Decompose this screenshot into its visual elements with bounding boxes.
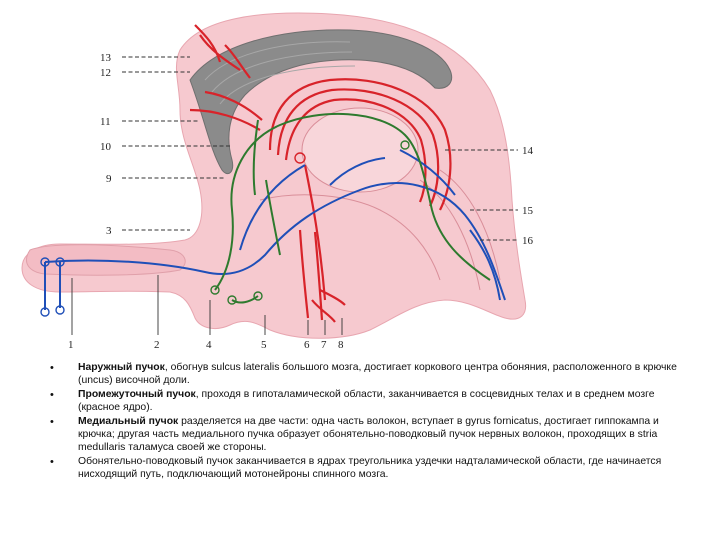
bullet-icon: •: [50, 456, 54, 469]
callout-11: 11: [100, 116, 111, 128]
callout-15: 15: [522, 205, 534, 217]
callout-10: 10: [100, 141, 112, 153]
callout-13: 13: [100, 52, 112, 64]
note-term: Наружный пучок: [78, 362, 165, 373]
callout-7: 7: [321, 339, 327, 351]
callout-1: 1: [68, 339, 74, 351]
callout-6: 6: [304, 339, 310, 351]
note-text: , обогнув sulcus lateralis большого мозг…: [78, 362, 677, 386]
note-item: • Обонятельно-поводковый пучок заканчива…: [50, 456, 690, 481]
olfactory-pathways-diagram: 13 12 11 10 9 3 14 15 16 1 2 4 5 6 7 8: [0, 0, 720, 355]
callout-8: 8: [338, 339, 344, 351]
description-list: • Наружный пучок, обогнув sulcus lateral…: [50, 362, 690, 483]
bullet-icon: •: [50, 416, 54, 429]
callout-12: 12: [100, 67, 111, 79]
callout-9: 9: [106, 173, 112, 185]
callout-16: 16: [522, 235, 534, 247]
note-term: Промежуточный пучок: [78, 389, 196, 400]
callout-2: 2: [154, 339, 160, 351]
note-item: • Медиальный пучок разделяется на две ча…: [50, 416, 690, 454]
bullet-icon: •: [50, 362, 54, 375]
bullet-icon: •: [50, 389, 54, 402]
note-item: • Наружный пучок, обогнув sulcus lateral…: [50, 362, 690, 387]
note-item: • Промежуточный пучок, проходя в гипотал…: [50, 389, 690, 414]
callout-14: 14: [522, 145, 534, 157]
callout-5: 5: [261, 339, 267, 351]
callout-3: 3: [106, 225, 112, 237]
callout-4: 4: [206, 339, 212, 351]
note-term: Медиальный пучок: [78, 416, 178, 427]
note-text: Обонятельно-поводковый пучок заканчивает…: [78, 456, 661, 480]
